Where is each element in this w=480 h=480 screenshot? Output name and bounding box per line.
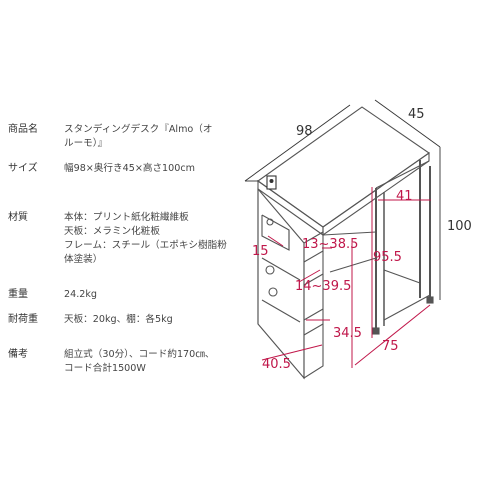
spec-line: 24.2kg bbox=[64, 289, 98, 300]
spec-line: 幅98×奥行き45×高さ100cm bbox=[64, 163, 195, 174]
dim-base-width: 75 bbox=[382, 339, 399, 354]
spec-line: コード合計1500W bbox=[64, 363, 146, 374]
spec-label: サイズ bbox=[8, 163, 38, 174]
spec-line: フレーム：スチール（エポキシ樹脂粉 bbox=[64, 240, 227, 251]
dim-height: 100 bbox=[447, 219, 472, 234]
dim-width: 98 bbox=[296, 124, 313, 139]
spec-line: 天板：メラミン化粧板 bbox=[64, 226, 160, 237]
spec-table: 商品名 スタンディングデスク『Almo（オ ルーモ）』 サイズ 幅98×奥行き4… bbox=[8, 123, 239, 376]
spec-line: スタンディングデスク『Almo（オ bbox=[64, 124, 213, 135]
spec-label: 重量 bbox=[8, 289, 28, 300]
dim-under-height: 95.5 bbox=[373, 250, 402, 265]
spec-value: 天板：20kg、棚：各5kg bbox=[64, 313, 239, 327]
desk-top bbox=[257, 106, 430, 228]
dim-shelf-mid: 14~39.5 bbox=[295, 279, 351, 294]
spec-label: 耐荷重 bbox=[8, 314, 38, 325]
dim-side-depth: 40.5 bbox=[262, 357, 291, 372]
spec-label: 材質 bbox=[8, 212, 28, 223]
dim-shelf-top: 13~38.5 bbox=[302, 237, 358, 252]
spec-line: 本体：プリント紙化粧繊維板 bbox=[64, 212, 189, 223]
spec-line: ルーモ）』 bbox=[64, 138, 108, 149]
spec-line: 天板：20kg、棚：各5kg bbox=[64, 314, 173, 325]
spec-label: 備考 bbox=[8, 349, 28, 360]
spec-value: 組立式（30分）、コード約170㎝、 コード合計1500W bbox=[64, 348, 239, 376]
spec-value: 24.2kg bbox=[64, 288, 239, 302]
spec-label: 商品名 bbox=[8, 124, 38, 135]
spec-value: スタンディングデスク『Almo（オ ルーモ）』 bbox=[64, 123, 239, 151]
spec-value: 幅98×奥行き45×高さ100cm bbox=[64, 162, 239, 176]
shelf-unit-front bbox=[303, 231, 324, 379]
spec-line: 組立式（30分）、コード約170㎝、 bbox=[64, 349, 215, 360]
desk-diagram: 98 45 100 41 13~38.5 15 95.5 14~39.5 34.… bbox=[244, 99, 472, 380]
dim-side-height: 15 bbox=[252, 244, 269, 259]
dim-frame-depth: 41 bbox=[396, 189, 413, 204]
spec-line: 体塗装） bbox=[64, 254, 103, 265]
dim-shelf-bottom: 34.5 bbox=[333, 326, 362, 341]
spec-value: 本体：プリント紙化粧繊維板 天板：メラミン化粧板 フレーム：スチール（エポキシ樹… bbox=[64, 211, 239, 267]
dim-depth: 45 bbox=[408, 107, 425, 122]
